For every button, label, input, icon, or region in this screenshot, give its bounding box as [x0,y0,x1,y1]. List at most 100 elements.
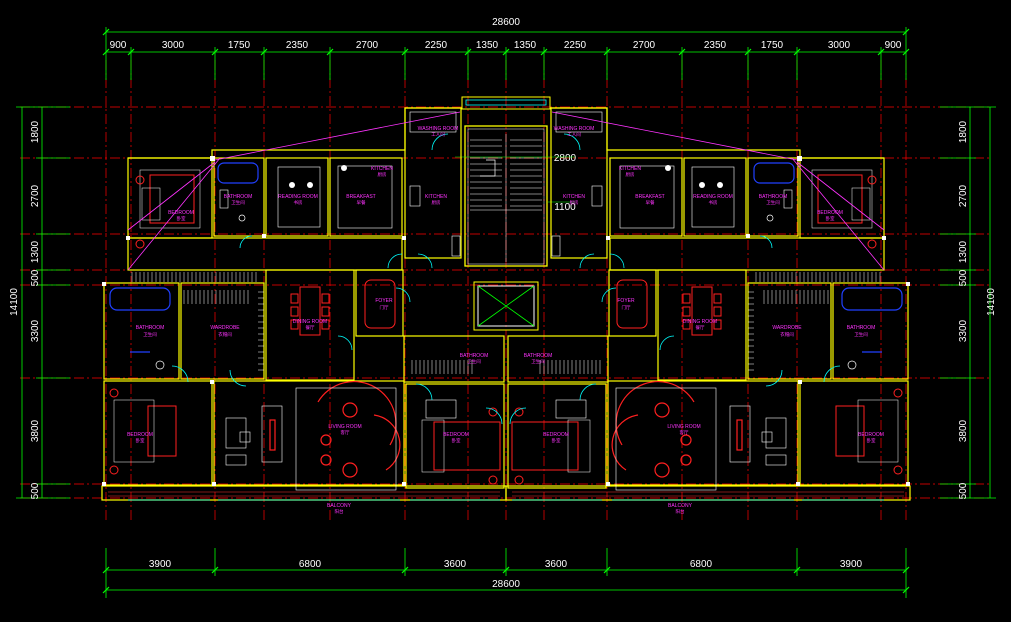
room-label-cn: 卧室 [452,437,461,444]
room-label-en: READING ROOM [693,194,733,200]
room-label-cn: 阳台 [676,508,685,515]
room-label-cn: 餐厅 [696,324,705,331]
room-label-cn: 客厅 [680,429,689,436]
dim-right-6: 500 [958,482,969,499]
dim-top-0: 900 [110,40,127,51]
room-label-cn: 卫生间 [854,331,868,338]
room-label-cn: 早餐 [646,199,655,206]
dim-top-8: 2250 [564,40,587,51]
room-label-cn: 书房 [709,199,718,206]
room-label-en: BATHROOM [224,194,253,200]
dim-bottom-0: 3900 [149,559,172,570]
room-labels-right: BEDROOM 卧室 BATHROOM 卫生间 READING ROOM 书房 … [524,126,884,515]
dim-top-4: 2700 [356,40,379,51]
room-label-cn: 阳台 [335,508,344,515]
dim-left-2: 1300 [30,240,41,263]
dim-top-9: 2700 [633,40,656,51]
room-label-cn: 卧室 [177,215,186,222]
room-label-cn: 衣帽间 [218,331,232,338]
dim-top-6: 1350 [476,40,499,51]
room-label-en: BREAKFAST [346,194,375,200]
dim-left-3: 500 [30,269,41,286]
dim-right-3: 500 [958,269,969,286]
room-label-en: WASHING ROOM [554,126,595,132]
room-label-cn: 厨房 [378,171,387,178]
room-label-en: KITCHEN [619,166,641,172]
room-label-en: BALCONY [327,503,352,509]
room-label-cn: 客厅 [341,429,350,436]
room-label-cn: 卫生间 [766,199,780,206]
dim-bottom-1: 6800 [299,559,322,570]
dim-right-5: 3800 [958,419,969,442]
dim-right-2: 1300 [958,240,969,263]
room-label-en: BATHROOM [759,194,788,200]
dim-bottom-4: 6800 [690,559,713,570]
room-label-cn: 卫生间 [467,358,481,365]
room-label-en: LIVING ROOM [328,424,361,430]
room-label-cn: 工人间 [431,131,445,138]
room-label-cn: 卧室 [552,437,561,444]
dim-right-4: 3300 [958,319,969,342]
room-label-en: BEDROOM [443,432,469,438]
dimension-labels: 28600 900 3000 1750 2350 2700 2250 1350 … [9,17,997,590]
room-label-en: FOYER [617,298,635,304]
room-label-en: DINING ROOM [293,319,327,325]
room-label-en: DINING ROOM [683,319,717,325]
dim-top-total: 28600 [492,17,520,28]
room-label-en: READING ROOM [278,194,318,200]
dim-bottom-total: 28600 [492,579,520,590]
dim-top-13: 900 [885,40,902,51]
dim-top-5: 2250 [425,40,448,51]
room-label-en: LIVING ROOM [667,424,700,430]
dim-left-6: 500 [30,482,41,499]
dim-left-0: 1800 [30,120,41,143]
room-label-cn: 早餐 [357,199,366,206]
dim-left-5: 3800 [30,419,41,442]
dim-right-1: 2700 [958,184,969,207]
room-label-cn: 卧室 [136,437,145,444]
room-label-cn: 厨房 [432,199,441,206]
room-label-en: BEDROOM [127,432,153,438]
room-label-en: WARDROBE [210,325,240,331]
room-label-cn: 厨房 [626,171,635,178]
dimension-ticks [102,28,910,594]
stair-dim-lower: 1100 [554,202,576,213]
stair-core: 2800 1100 [455,96,577,331]
room-label-en: KITCHEN [563,194,585,200]
dim-top-1: 3000 [162,40,185,51]
dim-bottom-5: 3900 [840,559,863,570]
dim-top-3: 2350 [286,40,309,51]
room-labels-left: BEDROOM 卧室 BATHROOM 卫生间 READING ROOM 书房 … [127,126,488,515]
room-label-en: KITCHEN [371,166,393,172]
room-label-cn: 餐厅 [306,324,315,331]
room-label-en: BATHROOM [524,353,553,359]
room-label-cn: 工人间 [567,131,581,138]
room-label-cn: 卧室 [826,215,835,222]
room-label-cn: 卫生间 [531,358,545,365]
room-label-en: WASHING ROOM [418,126,459,132]
dim-top-11: 1750 [761,40,784,51]
room-label-cn: 书房 [294,199,303,206]
room-label-cn: 厨房 [570,199,579,206]
room-label-en: BATHROOM [136,325,165,331]
dim-top-2: 1750 [228,40,251,51]
room-label-en: WARDROBE [772,325,802,331]
dim-top-10: 2350 [704,40,727,51]
room-label-cn: 卫生间 [143,331,157,338]
dim-right-total: 14100 [986,288,997,316]
dim-right-0: 1800 [958,120,969,143]
dim-top-7: 1350 [514,40,537,51]
room-label-en: BEDROOM [817,210,843,216]
dim-left-total: 14100 [9,288,20,316]
room-label-en: BEDROOM [858,432,884,438]
room-label-en: BATHROOM [847,325,876,331]
room-label-cn: 衣帽间 [780,331,794,338]
room-label-cn: 卫生间 [231,199,245,206]
room-label-en: BALCONY [668,503,693,509]
room-label-cn: 门厅 [622,304,631,311]
room-label-cn: 门厅 [380,304,389,311]
dim-bottom-2: 3600 [444,559,467,570]
stair-dim-upper: 2800 [554,153,577,164]
room-label-cn: 卧室 [867,437,876,444]
